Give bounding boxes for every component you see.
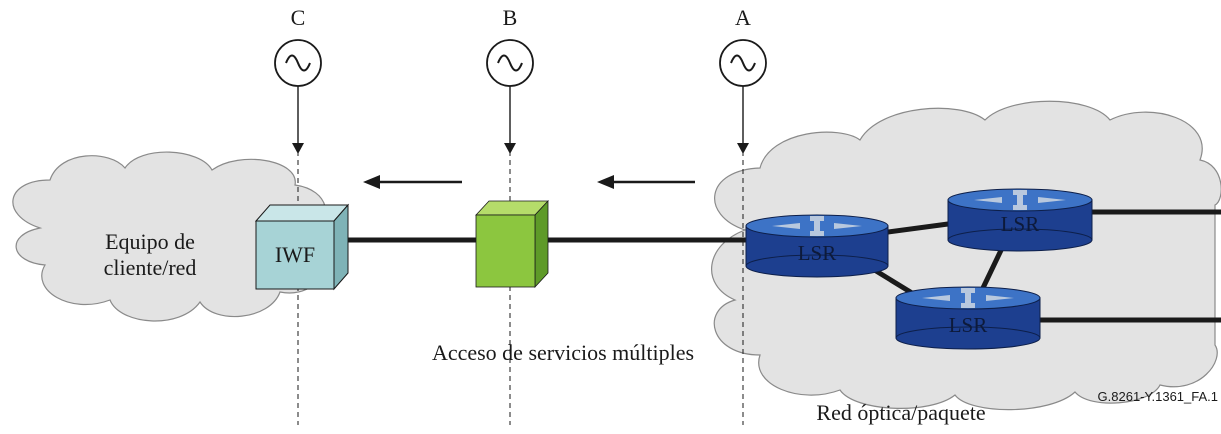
- iwf-label: IWF: [275, 242, 315, 267]
- sine-wave-icon: [497, 54, 523, 72]
- direction-arrow-left: [597, 175, 695, 189]
- iwf-cube: IWF: [254, 203, 350, 291]
- sine-wave-icon: [285, 54, 311, 72]
- optical-packet-network-cloud: [711, 100, 1221, 411]
- clock-source-b: [486, 39, 534, 87]
- link-lsr1-lsr2: [887, 221, 949, 235]
- figure-id: G.8261-Y.1361_FA.1: [1098, 389, 1218, 404]
- multi-service-access-cube: [475, 199, 549, 289]
- network-cloud-caption: Red óptica/paquete: [816, 400, 985, 425]
- multi-service-access-caption: Acceso de servicios múltiples: [432, 340, 694, 365]
- client-cloud-label-line1: Equipo de: [105, 229, 195, 254]
- clock-arrow-c: [292, 86, 304, 154]
- link-lsr2-lsr3: [979, 242, 1007, 292]
- clock-arrow-a: [737, 86, 749, 154]
- clock-arrow-b: [504, 86, 516, 154]
- ref-label-b: B: [503, 5, 518, 30]
- router-lsr-2: LSR: [947, 188, 1093, 252]
- client-cloud-label-line2: cliente/red: [104, 255, 197, 280]
- router-lsr-1: LSR: [745, 214, 889, 278]
- clock-source-c: [274, 39, 322, 87]
- router-arrows-icon: [922, 288, 1014, 308]
- clock-source-a: [719, 39, 767, 87]
- ref-label-a: A: [735, 5, 751, 30]
- ref-label-c: C: [291, 5, 306, 30]
- router-label: LSR: [1001, 212, 1040, 236]
- router-arrows-icon: [974, 190, 1066, 210]
- router-label: LSR: [798, 241, 837, 265]
- router-lsr-3: LSR: [895, 286, 1041, 350]
- sine-wave-icon: [730, 54, 756, 72]
- router-arrows-icon: [772, 216, 862, 236]
- direction-arrow-left: [363, 175, 462, 189]
- router-label: LSR: [949, 313, 988, 337]
